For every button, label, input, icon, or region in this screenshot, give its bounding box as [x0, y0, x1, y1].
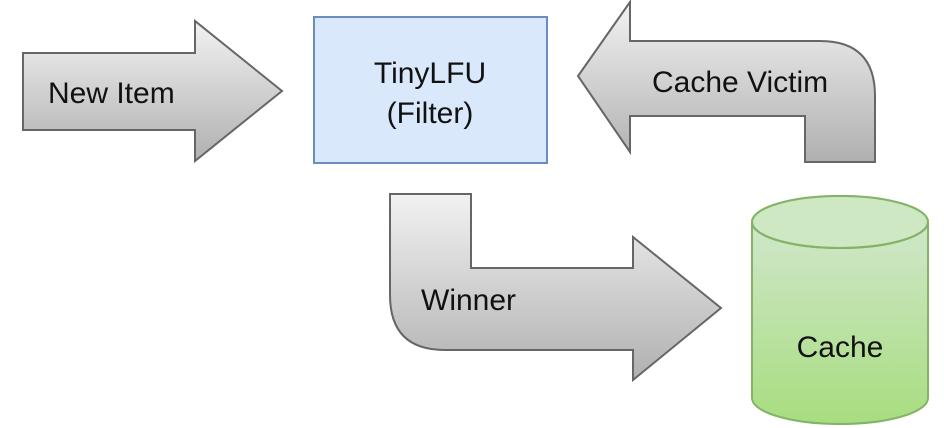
- cache-victim-label: Cache Victim: [652, 66, 828, 99]
- new-item-arrow: New Item: [22, 18, 284, 164]
- cache-victim-arrow-shape: [576, 0, 876, 163]
- new-item-label: New Item: [48, 77, 175, 110]
- tinylfu-filter-title: TinyLFU: [374, 57, 486, 90]
- cache-cylinder-rim: [751, 221, 929, 249]
- cache-label: Cache: [797, 331, 884, 364]
- winner-arrow-shape: [389, 193, 723, 383]
- tinylfu-filter-node: TinyLFU (Filter): [313, 16, 548, 164]
- winner-arrow: Winner: [389, 193, 723, 383]
- cache-victim-arrow: Cache Victim: [576, 0, 876, 163]
- new-item-arrow-shape: [22, 18, 284, 164]
- cache-node: Cache: [751, 195, 929, 425]
- tinylfu-filter-subtitle: (Filter): [387, 97, 474, 130]
- tinylfu-filter-box: [313, 16, 548, 164]
- winner-label: Winner: [421, 284, 516, 317]
